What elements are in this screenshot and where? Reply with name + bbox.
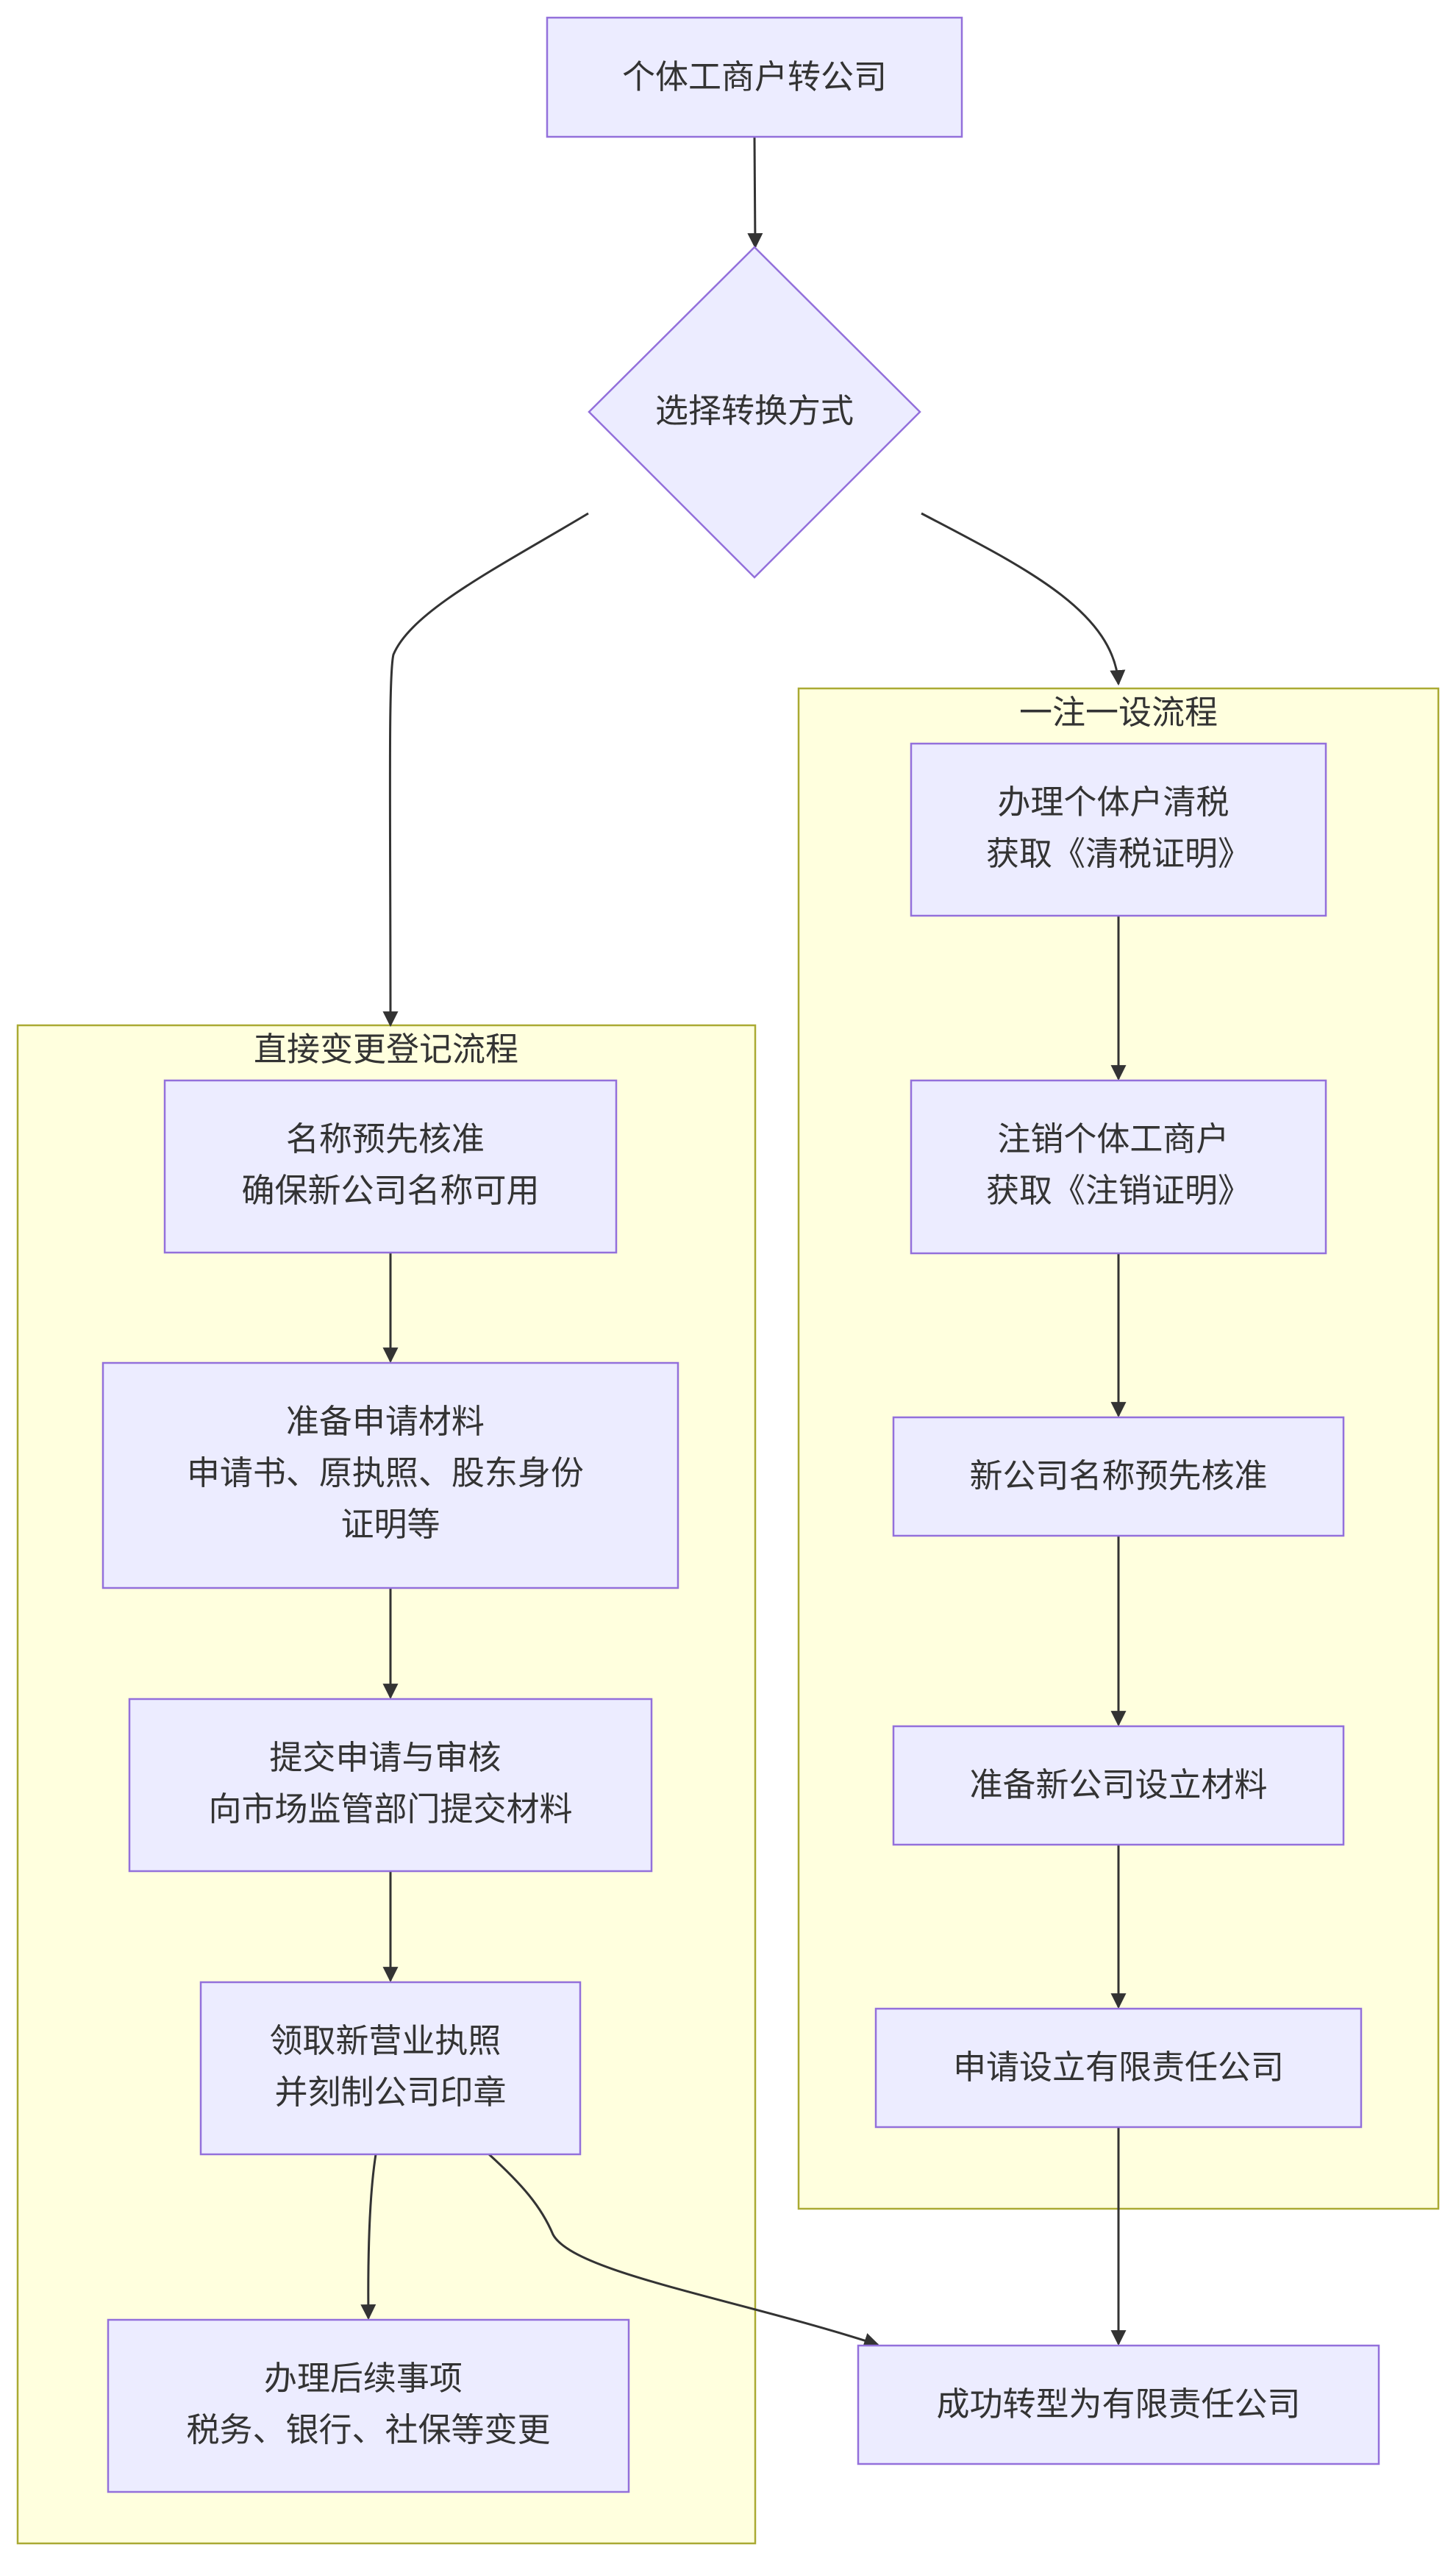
svg-text:名称预先核准 确保新公司名称可用: 名称预先核准 确保新公司名称可用 <box>241 1119 539 1210</box>
node-tax-clearance-line-1: 办理个体户清税 <box>997 783 1229 822</box>
node-submit-review-line-2: 向市场监管部门提交材料 <box>208 1790 572 1828</box>
node-deregister: 注销个体工商户 获取《注销证明》 <box>910 1079 1327 1255</box>
edge-decision-to-cancel <box>921 512 1126 686</box>
svg-text:注销个体工商户 获取《注销证明》: 注销个体工商户 获取《注销证明》 <box>986 1119 1251 1210</box>
svg-text:提交申请与审核 向市场监管部门提交材料: 提交申请与审核 向市场监管部门提交材料 <box>208 1738 572 1828</box>
node-decision: 选择转换方式 <box>588 246 921 579</box>
node-decision-label: 选择转换方式 <box>655 391 854 430</box>
edges <box>360 136 1127 2348</box>
svg-text:办理后续事项 税务、银行、社保等变更: 办理后续事项 税务、银行、社保等变更 <box>186 2359 550 2449</box>
node-receive-license-line-2: 并刻制公司印章 <box>274 2073 506 2112</box>
node-tax-clearance-line-2: 获取《清税证明》 <box>986 834 1251 873</box>
node-tax-clearance: 办理个体户清税 获取《清税证明》 <box>910 742 1327 917</box>
node-prepare-materials-line-1: 准备申请材料 <box>286 1402 485 1441</box>
node-name-preapproval-line-2: 确保新公司名称可用 <box>241 1171 539 1210</box>
node-deregister-line-2: 获取《注销证明》 <box>986 1171 1251 1210</box>
cluster-direct-change-title: 直接变更登记流程 <box>254 1030 518 1069</box>
node-prepare-materials-line-3: 证明等 <box>340 1505 440 1544</box>
node-follow-up-line-1: 办理后续事项 <box>264 2359 463 2398</box>
node-receive-license-line-1: 领取新营业执照 <box>269 2021 501 2060</box>
node-receive-license: 领取新营业执照 并刻制公司印章 <box>199 1981 582 2156</box>
node-follow-up: 办理后续事项 税务、银行、社保等变更 <box>107 2318 630 2493</box>
node-end-label: 成功转型为有限责任公司 <box>936 2385 1300 2424</box>
edge-d4-to-d5 <box>360 2154 377 2321</box>
cluster-cancel-and-establish-title: 一注一设流程 <box>1019 693 1218 732</box>
node-follow-up-line-2: 税务、银行、社保等变更 <box>186 2410 550 2449</box>
node-new-name-preapproval: 新公司名称预先核准 <box>892 1416 1345 1537</box>
node-prepare-setup-materials-label: 准备新公司设立材料 <box>969 1765 1267 1804</box>
node-deregister-line-1: 注销个体工商户 <box>997 1119 1229 1158</box>
node-submit-review-line-1: 提交申请与审核 <box>269 1738 501 1777</box>
edge-start-to-decision <box>747 136 763 249</box>
node-end: 成功转型为有限责任公司 <box>857 2344 1380 2465</box>
svg-text:办理个体户清税 获取《清税证明》: 办理个体户清税 获取《清税证明》 <box>986 783 1251 873</box>
node-start-label: 个体工商户转公司 <box>622 57 887 96</box>
node-prepare-setup-materials: 准备新公司设立材料 <box>892 1725 1345 1846</box>
svg-text:领取新营业执照 并刻制公司印章: 领取新营业执照 并刻制公司印章 <box>269 2021 511 2112</box>
node-new-name-preapproval-label: 新公司名称预先核准 <box>969 1456 1267 1495</box>
node-name-preapproval-line-1: 名称预先核准 <box>286 1119 485 1158</box>
edge-d4-to-end <box>488 2153 879 2348</box>
edge-decision-to-direct <box>382 512 589 1028</box>
node-submit-review: 提交申请与审核 向市场监管部门提交材料 <box>128 1698 653 1873</box>
node-apply-llc-label: 申请设立有限责任公司 <box>953 2048 1284 2087</box>
node-prepare-materials: 准备申请材料 申请书、原执照、股东身份 证明等 <box>101 1361 679 1589</box>
svg-text:准备申请材料 申请书、原执照、股东身份: 准备申请材料 申请书、原执照、股东身份 证明等 <box>187 1402 594 1544</box>
node-name-preapproval: 名称预先核准 确保新公司名称可用 <box>163 1079 618 1254</box>
node-prepare-materials-line-2: 申请书、原执照、股东身份 <box>187 1453 584 1492</box>
node-apply-llc: 申请设立有限责任公司 <box>874 2007 1363 2129</box>
node-start: 个体工商户转公司 <box>546 16 963 138</box>
